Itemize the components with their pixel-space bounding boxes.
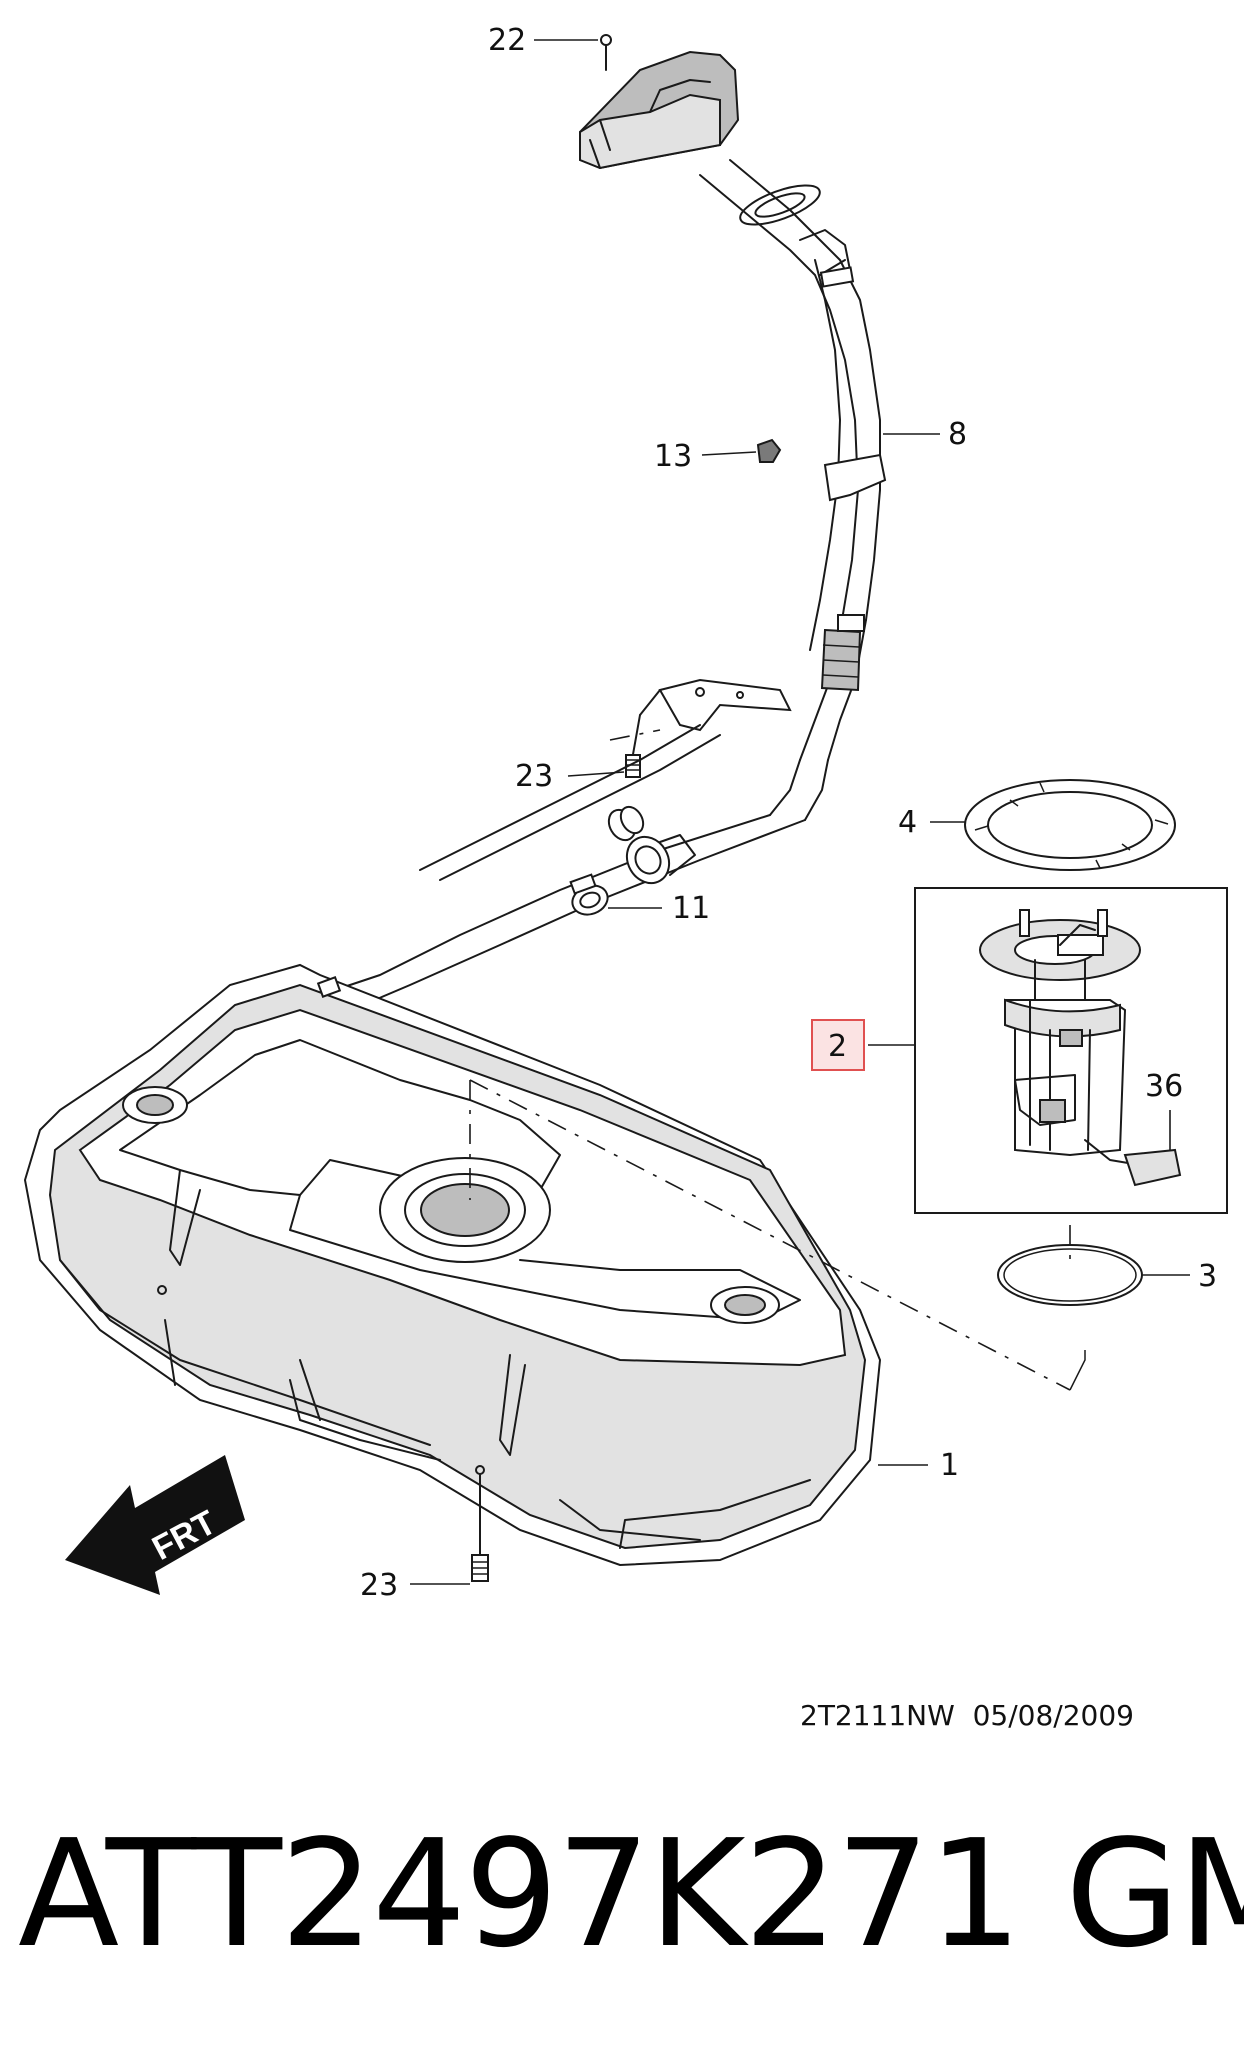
callout-13: 13	[654, 439, 692, 474]
callout-22: 22	[488, 23, 526, 58]
callout-3: 3	[1198, 1259, 1217, 1294]
hose-clamp-upper	[607, 805, 645, 842]
bolt-23-top	[625, 754, 641, 778]
pipe-bracket	[631, 678, 792, 761]
callout-23-bottom: 23	[360, 1568, 398, 1603]
filler-neck-gasket	[739, 184, 821, 226]
callout-2-highlight	[811, 1019, 865, 1071]
front-direction-arrow: FRT	[65, 1455, 245, 1595]
o-ring-3	[997, 1244, 1143, 1306]
filler-housing	[579, 34, 740, 170]
fuel-tank	[23, 963, 882, 1567]
filler-pipe	[699, 159, 887, 821]
hose-end	[625, 834, 696, 885]
assembly-guides	[469, 729, 1086, 1391]
callout-23-top: 23	[515, 759, 553, 794]
callout-8: 8	[948, 417, 967, 452]
callout-36: 36	[1145, 1069, 1183, 1104]
part-number-title: ATT2497K271 GM	[18, 1808, 1244, 1980]
callout-1: 1	[940, 1448, 959, 1483]
locking-ring-4	[964, 779, 1176, 871]
callout-2: 2	[828, 1029, 847, 1064]
bolt-23-bottom	[471, 1474, 489, 1582]
nut-13	[756, 438, 782, 463]
leader-lines	[410, 39, 1190, 1585]
callout-11: 11	[672, 891, 710, 926]
callout-4: 4	[898, 805, 917, 840]
hose-clamp-11	[569, 873, 609, 916]
pump-module-box	[914, 887, 1228, 1214]
filler-lines	[334, 724, 806, 1003]
diagram-code: 2T2111NW 05/08/2009	[800, 1699, 1134, 1732]
